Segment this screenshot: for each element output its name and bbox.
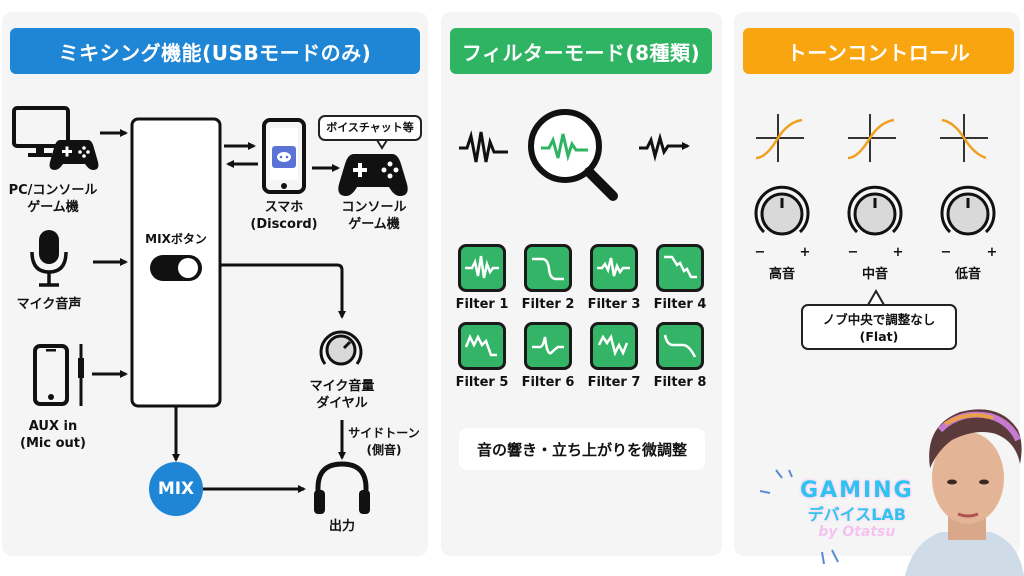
filter-6-icon xyxy=(524,322,572,370)
flat-callout-line2: (Flat) xyxy=(859,329,899,344)
mic-label: マイク音声 xyxy=(16,297,82,312)
filtered-waveform xyxy=(541,133,588,162)
filter-4-icon xyxy=(656,244,704,292)
mixing-panel: ミキシング機能(USBモードのみ) xyxy=(2,12,428,556)
treble-curve-icon xyxy=(755,114,804,162)
filter-8[interactable]: Filter 8 xyxy=(649,322,711,390)
filter-grid: Filter 1 Filter 2 Filter 3 Filter 4 Filt… xyxy=(456,244,707,390)
filter-8-label: Filter 8 xyxy=(653,375,707,390)
filter-1[interactable]: Filter 1 xyxy=(451,244,513,312)
filter-1-icon xyxy=(458,244,506,292)
filter-3-icon xyxy=(590,244,638,292)
mix-node xyxy=(149,462,203,516)
filter-header: フィルターモード(8種類) xyxy=(450,28,712,74)
mid-plus: + xyxy=(892,245,904,260)
aux-jack-icon xyxy=(78,344,84,406)
monitor-icon xyxy=(12,106,70,157)
brand-line3: by Otatsu xyxy=(818,524,896,540)
filter-1-label: Filter 1 xyxy=(455,297,509,312)
bass-knob[interactable] xyxy=(940,185,996,236)
tone-panel: トーンコントロール xyxy=(734,12,1020,565)
tone-title: トーンコントロール xyxy=(786,40,971,65)
gamepad-icon xyxy=(49,140,99,170)
console-label: コンソール ゲーム機 xyxy=(332,199,416,233)
brand-line1: GAMING xyxy=(800,478,914,503)
input-waveform xyxy=(459,130,508,163)
mixing-header: ミキシング機能(USBモードのみ) xyxy=(10,28,420,74)
pc-console-label-line1: PC/コンソール xyxy=(8,183,98,198)
treble-minus: − xyxy=(754,245,766,260)
phone-label: スマホ (Discord) xyxy=(244,199,324,233)
filter-2[interactable]: Filter 2 xyxy=(517,244,579,312)
mic-volume-dial-icon[interactable] xyxy=(319,330,363,366)
brand-logo: GAMING デバイスLAB by Otatsu xyxy=(800,478,914,540)
mic-volume-label: マイク音量 ダイヤル xyxy=(298,378,386,412)
brand-accent-lines xyxy=(759,469,839,565)
filter-7-icon xyxy=(590,322,638,370)
aux-label: AUX in (Mic out) xyxy=(8,418,98,452)
filter-7[interactable]: Filter 7 xyxy=(583,322,645,390)
filter-6-label: Filter 6 xyxy=(521,375,575,390)
treble-plus: + xyxy=(799,245,811,260)
filter-2-icon xyxy=(524,244,572,292)
mix-button-label: MIXボタン xyxy=(145,232,207,246)
mid-knob[interactable] xyxy=(847,185,903,236)
output-label: 出力 xyxy=(328,519,355,534)
aux-label-line2: (Mic out) xyxy=(20,436,86,451)
filter-6[interactable]: Filter 6 xyxy=(517,322,579,390)
filter-2-label: Filter 2 xyxy=(521,297,575,312)
mic-volume-label-line1: マイク音量 xyxy=(309,379,375,394)
console-label-line1: コンソール xyxy=(341,200,407,215)
bass-plus: + xyxy=(986,245,998,260)
filter-8-icon xyxy=(656,322,704,370)
filter-title: フィルターモード(8種類) xyxy=(461,40,701,65)
filter-5-icon xyxy=(458,322,506,370)
smartphone-icon xyxy=(33,344,69,406)
filter-4-label: Filter 4 xyxy=(653,297,707,312)
treble-knob[interactable] xyxy=(754,185,810,236)
filter-5-label: Filter 5 xyxy=(455,375,509,390)
bass-curve-icon xyxy=(940,114,988,162)
mid-label: 中音 xyxy=(861,267,888,282)
bass-label: 低音 xyxy=(954,267,981,282)
pc-console-label-line2: ゲーム機 xyxy=(27,200,79,215)
filter-3-label: Filter 3 xyxy=(587,297,641,312)
filter-magnifier-illustration xyxy=(459,109,690,201)
sidetone-label: サイドトーン (側音) xyxy=(344,425,424,459)
console-gamepad-icon xyxy=(338,154,408,196)
mixing-diagram xyxy=(12,106,408,516)
brand-line2: デバイスLAB xyxy=(807,505,906,524)
console-label-line2: ゲーム機 xyxy=(348,217,400,232)
aux-label-line1: AUX in xyxy=(28,419,78,434)
bass-minus: − xyxy=(940,245,952,260)
headphones-icon xyxy=(314,461,370,514)
phone-label-line2: (Discord) xyxy=(250,217,318,232)
mix-toggle-switch[interactable] xyxy=(150,255,202,281)
filter-3[interactable]: Filter 3 xyxy=(583,244,645,312)
filter-note: 音の響き・立ち上がりを微調整 xyxy=(459,428,705,470)
treble-label: 高音 xyxy=(768,267,795,282)
microphone-icon xyxy=(30,230,68,287)
mixing-title: ミキシング機能(USBモードのみ) xyxy=(58,40,372,65)
arrow-mixer-to-mic-volume xyxy=(220,263,346,319)
voice-chat-callout: ボイスチャット等 xyxy=(318,115,422,141)
filter-7-label: Filter 7 xyxy=(587,375,641,390)
flat-callout-line1: ノブ中央で調整なし xyxy=(822,312,936,327)
mic-volume-label-line2: ダイヤル xyxy=(316,396,368,411)
tone-illustration xyxy=(754,114,996,565)
output-waveform xyxy=(639,132,690,162)
pc-console-label: PC/コンソール ゲーム機 xyxy=(4,182,102,216)
sidetone-label-line2: (側音) xyxy=(366,443,402,457)
filter-5[interactable]: Filter 5 xyxy=(451,322,513,390)
sidetone-label-line1: サイドトーン xyxy=(348,426,420,440)
filter-4[interactable]: Filter 4 xyxy=(649,244,711,312)
mid-minus: − xyxy=(847,245,859,260)
mid-curve-icon xyxy=(847,114,896,162)
flat-callout: ノブ中央で調整なし (Flat) xyxy=(801,304,957,350)
tone-header: トーンコントロール xyxy=(743,28,1014,74)
smartphone-discord-icon xyxy=(262,118,306,194)
filter-panel: フィルターモード(8種類) Filter 1 Filter 2 Filter 3 xyxy=(441,12,722,556)
phone-label-line1: スマホ xyxy=(264,200,304,215)
mix-node-label: MIX xyxy=(157,479,195,499)
